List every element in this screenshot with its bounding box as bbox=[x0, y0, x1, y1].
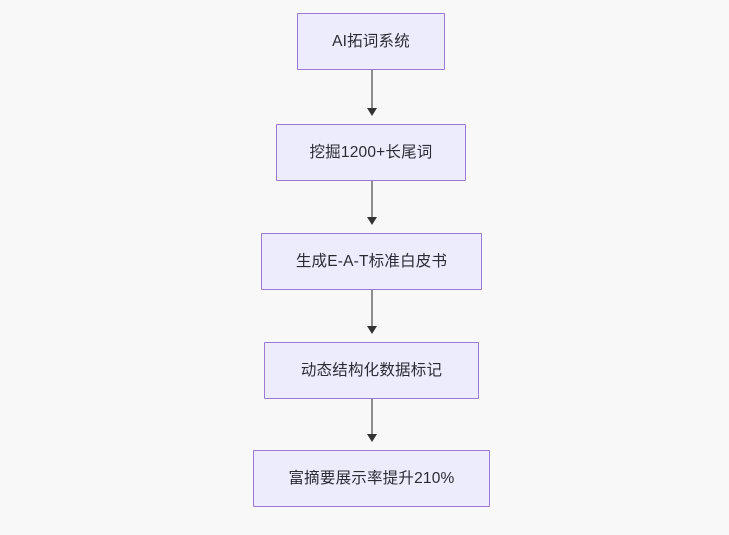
arrowhead-icon bbox=[367, 434, 377, 442]
flow-node-mine-longtail-keywords[interactable]: 挖掘1200+长尾词 bbox=[276, 124, 466, 181]
flow-node-label: AI拓词系统 bbox=[332, 32, 410, 50]
flow-node-dynamic-structured-data-markup[interactable]: 动态结构化数据标记 bbox=[264, 342, 479, 399]
edge-line bbox=[371, 181, 373, 218]
edge-line bbox=[371, 70, 373, 109]
arrowhead-icon bbox=[367, 326, 377, 334]
edge-n3-n4 bbox=[367, 290, 377, 334]
edge-n2-n3 bbox=[367, 181, 377, 225]
edge-line bbox=[371, 290, 373, 327]
flow-node-label: 动态结构化数据标记 bbox=[300, 361, 443, 379]
edge-n4-n5 bbox=[367, 399, 377, 442]
edge-n1-n2 bbox=[367, 70, 377, 116]
arrowhead-icon bbox=[367, 217, 377, 225]
flow-node-label: 挖掘1200+长尾词 bbox=[309, 143, 433, 161]
flow-node-label: 富摘要展示率提升210% bbox=[288, 469, 455, 487]
flow-node-ai-keyword-system[interactable]: AI拓词系统 bbox=[297, 13, 445, 70]
edge-line bbox=[371, 399, 373, 435]
flow-node-generate-eat-whitepaper[interactable]: 生成E-A-T标准白皮书 bbox=[261, 233, 482, 290]
arrowhead-icon bbox=[367, 108, 377, 116]
flow-node-label: 生成E-A-T标准白皮书 bbox=[295, 252, 448, 270]
flow-node-rich-snippet-impression-uplift[interactable]: 富摘要展示率提升210% bbox=[253, 450, 490, 507]
